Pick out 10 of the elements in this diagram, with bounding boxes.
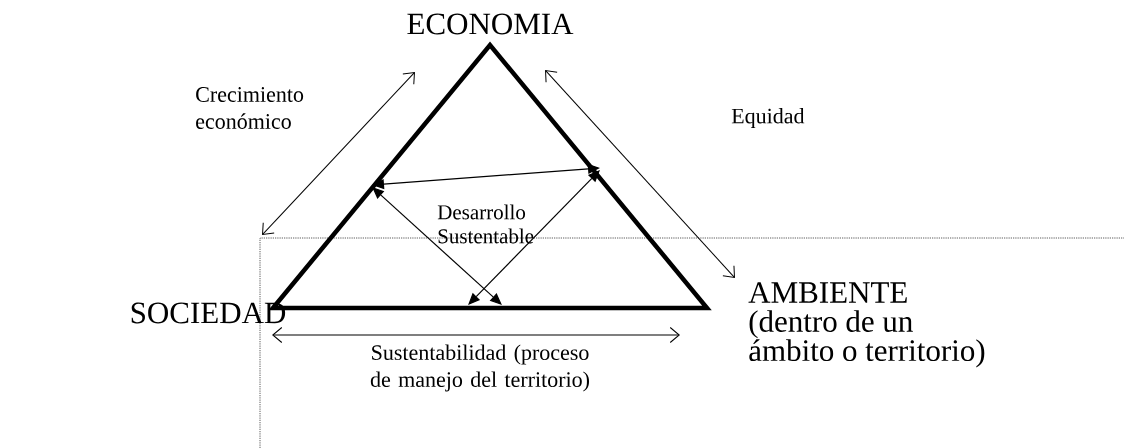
double-arrow bbox=[545, 70, 735, 278]
vertex-label: SOCIEDAD bbox=[131, 302, 286, 324]
vertex-label: AMBIENTE (dentro de un ámbito o territorio) bbox=[748, 282, 985, 368]
center-label: Desarrollo Sustentable bbox=[437, 204, 534, 244]
edge-label: Crecimiento económico bbox=[196, 87, 304, 129]
edge-label: Sustentabilidad (proceso de manejo del territorio) bbox=[370, 344, 589, 392]
edge-label: Equidad bbox=[731, 108, 805, 128]
double-arrow bbox=[272, 327, 680, 343]
vertex-label: ECONOMIA bbox=[407, 13, 574, 35]
double-arrow bbox=[262, 72, 415, 235]
